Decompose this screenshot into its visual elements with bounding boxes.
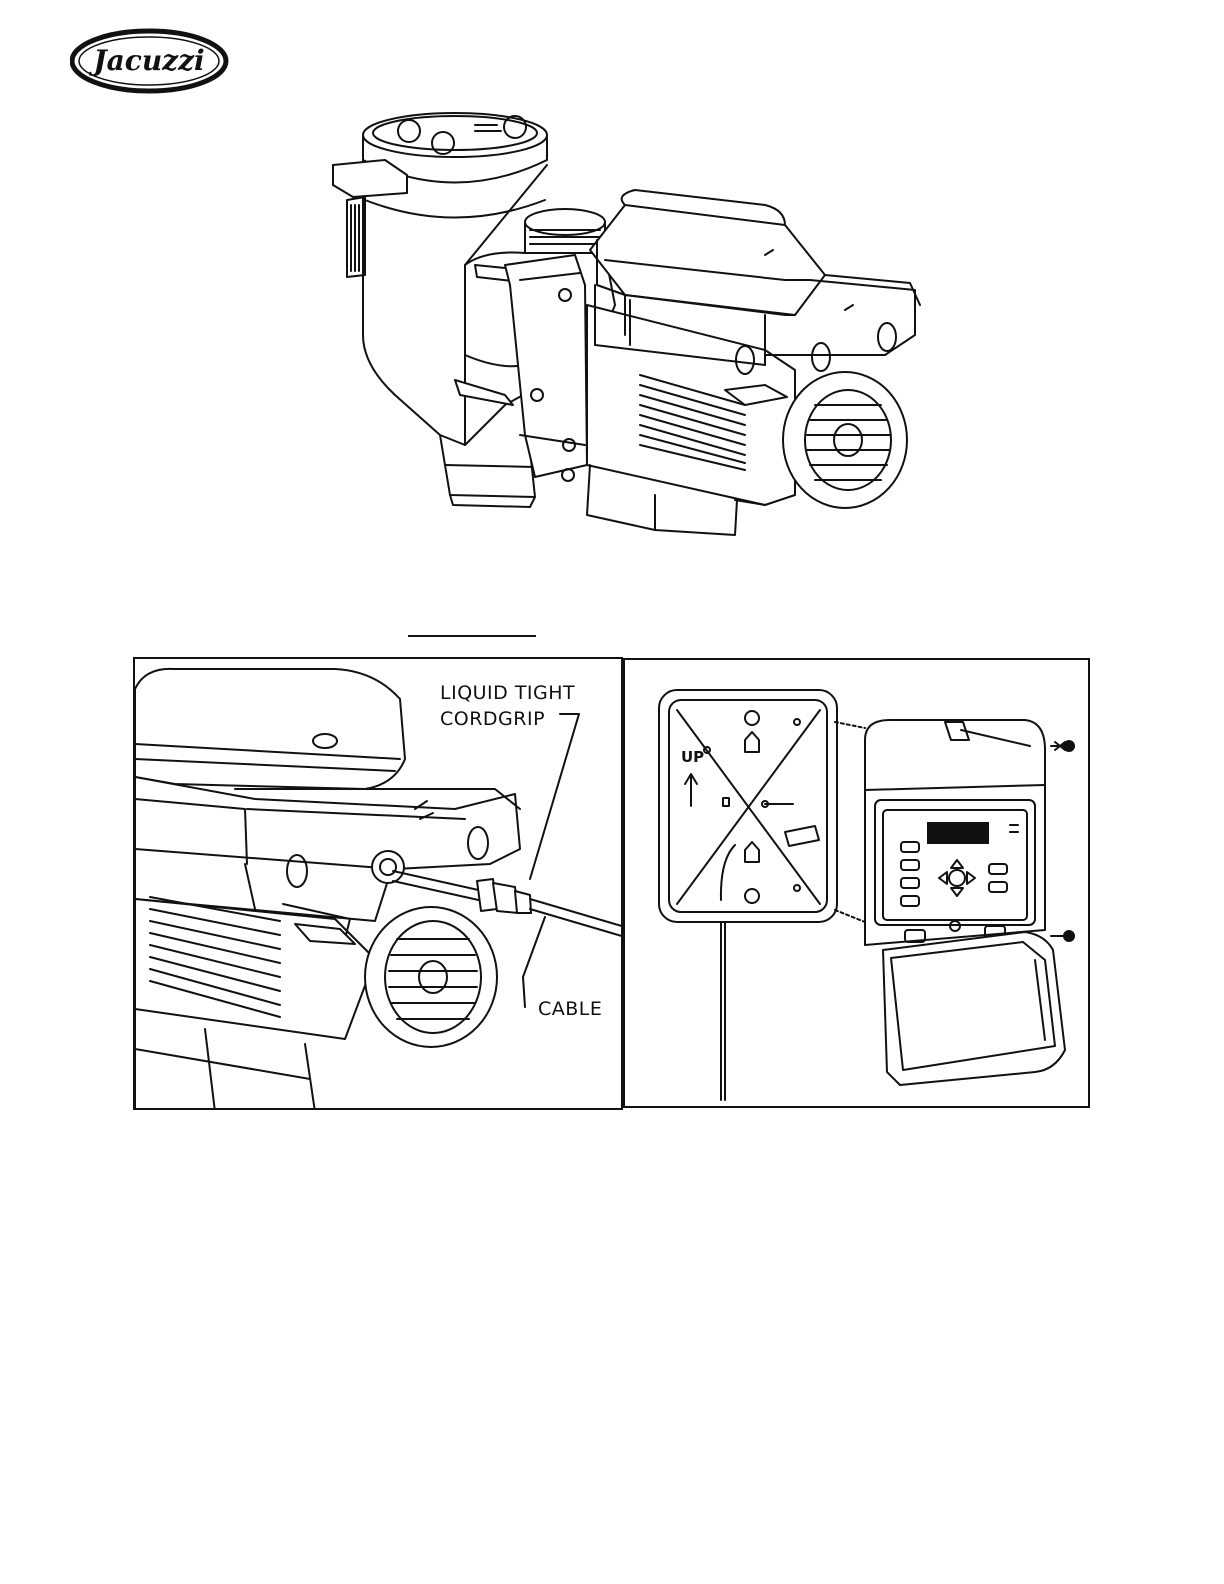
up-arrow-label: UP	[681, 748, 704, 766]
jacuzzi-logo: Jacuzzi	[70, 28, 230, 94]
control-mount-figure-panel: UP	[623, 658, 1090, 1108]
pump-illustration	[325, 105, 925, 555]
cable-label: CABLE	[538, 998, 602, 1020]
section-rule	[408, 635, 536, 637]
logo-wordmark: Jacuzzi	[88, 44, 204, 77]
cordgrip-callout-line1: LIQUID TIGHT	[440, 682, 575, 704]
cordgrip-callout-line2: CORDGRIP	[440, 708, 545, 730]
cordgrip-figure-panel: LIQUID TIGHT CORDGRIP CABLE	[133, 657, 623, 1110]
